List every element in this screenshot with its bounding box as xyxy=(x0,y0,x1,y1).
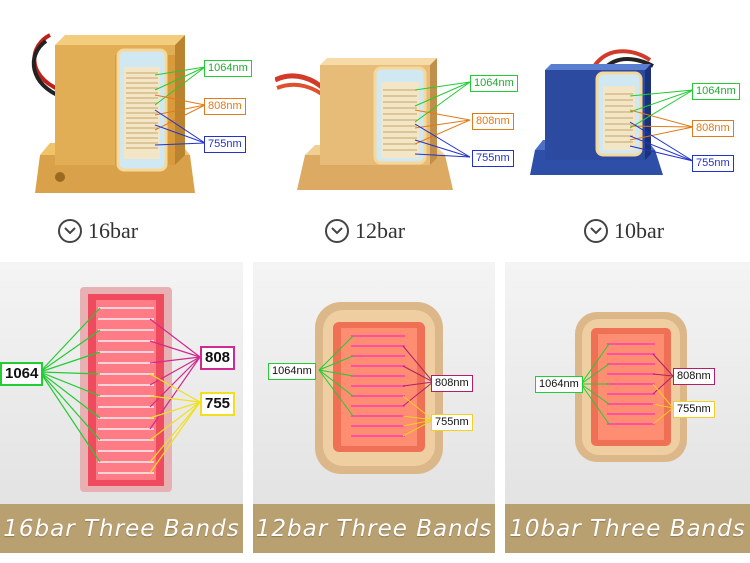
label-755: 755 xyxy=(200,392,236,416)
label-755nm: 755nm xyxy=(692,155,734,172)
label-1064nm: 1064nm xyxy=(204,60,252,77)
label-1064nm: 1064nm xyxy=(535,376,583,393)
label-1064nm: 1064nm xyxy=(268,363,316,380)
label-755nm: 755nm xyxy=(472,150,514,167)
label-808nm: 808nm xyxy=(673,368,715,385)
module-12bar: 1064nm 808nm 755nm xyxy=(275,40,525,200)
banner-12bar: 12bar Three Bands xyxy=(253,504,495,553)
caption-12bar: 12bar xyxy=(325,218,405,244)
label-1064nm: 1064nm xyxy=(470,75,518,92)
banner-10bar: 10bar Three Bands xyxy=(505,504,750,553)
label-1064: 1064 xyxy=(0,362,44,386)
caption-10bar: 10bar xyxy=(584,218,664,244)
label-1064nm: 1064nm xyxy=(692,83,740,100)
module-10bar: 1064nm 808nm 755nm xyxy=(525,40,750,200)
module-10bar-illustration xyxy=(530,49,694,175)
module-12bar-illustration xyxy=(275,58,471,190)
banner-16bar: 16bar Three Bands xyxy=(0,504,243,553)
caption-label: 16bar xyxy=(88,218,139,243)
label-808nm: 808nm xyxy=(472,113,514,130)
closeup-12bar-illustration xyxy=(315,302,443,474)
label-755nm: 755nm xyxy=(431,414,473,431)
chevron-down-icon xyxy=(58,219,82,243)
module-16bar-illustration xyxy=(31,33,206,193)
chevron-down-icon xyxy=(325,219,349,243)
label-755nm: 755nm xyxy=(673,401,715,418)
closeup-12bar: 1064nm 808nm 755nm xyxy=(253,262,495,504)
label-808nm: 808nm xyxy=(204,98,246,115)
module-16bar: 1064nm 808nm 755nm xyxy=(20,15,255,200)
label-808nm: 808nm xyxy=(431,375,473,392)
closeup-10bar: 1064nm 808nm 755nm xyxy=(505,262,750,504)
chevron-down-icon xyxy=(584,219,608,243)
caption-label: 12bar xyxy=(355,218,406,243)
caption-label: 10bar xyxy=(614,218,665,243)
label-808nm: 808nm xyxy=(692,120,734,137)
label-808: 808 xyxy=(200,346,236,370)
closeup-16bar: 1064 808 755 xyxy=(0,262,243,504)
label-755nm: 755nm xyxy=(204,136,246,153)
closeup-10bar-illustration xyxy=(575,312,687,462)
closeup-16bar-illustration xyxy=(39,287,201,492)
caption-16bar: 16bar xyxy=(58,218,138,244)
